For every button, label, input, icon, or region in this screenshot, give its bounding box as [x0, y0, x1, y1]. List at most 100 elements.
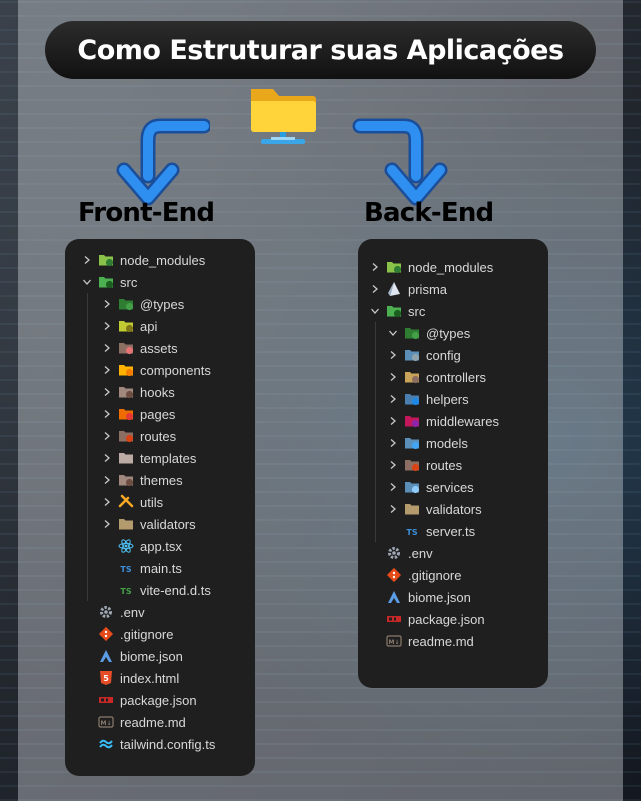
chevron-down-icon[interactable]	[82, 271, 92, 293]
front-tree-item-gitignore[interactable]: .gitignore	[82, 623, 173, 645]
tree-item-label: index.html	[120, 670, 180, 686]
front-tree-item-env[interactable]: .env	[82, 601, 145, 623]
chevron-right-icon[interactable]	[388, 366, 398, 388]
back-tree-item-services[interactable]: services	[388, 476, 474, 498]
chevron-right-icon[interactable]	[82, 249, 92, 271]
back-tree-item-controllers[interactable]: controllers	[388, 366, 486, 388]
back-tree-item-types[interactable]: @types	[388, 322, 470, 344]
git-icon	[98, 626, 114, 642]
chevron-right-icon[interactable]	[102, 337, 112, 359]
tree-item-label: validators	[140, 516, 196, 532]
front-tree-item-routes[interactable]: routes	[102, 425, 176, 447]
back-tree-item-routes[interactable]: routes	[388, 454, 462, 476]
back-tree-item-env[interactable]: .env	[370, 542, 433, 564]
chevron-right-icon[interactable]	[370, 278, 380, 300]
front-tree-item-package-json[interactable]: package.json	[82, 689, 197, 711]
back-tree-item-config[interactable]: config	[388, 344, 461, 366]
back-tree-item-src[interactable]: src	[370, 300, 425, 322]
tree-item-label: server.ts	[426, 523, 476, 539]
front-tree-item-src[interactable]: src	[82, 271, 137, 293]
svg-text:5: 5	[103, 674, 109, 683]
helpers-icon	[404, 391, 420, 407]
chevron-spacer	[370, 608, 380, 630]
chevron-right-icon[interactable]	[102, 293, 112, 315]
chevron-down-icon[interactable]	[370, 300, 380, 322]
tree-item-label: models	[426, 435, 468, 451]
front-tree-item-assets[interactable]: assets	[102, 337, 178, 359]
back-tree-item-node-modules[interactable]: node_modules	[370, 256, 493, 278]
chevron-right-icon[interactable]	[388, 476, 398, 498]
front-tree-item-app-tsx[interactable]: app.tsx	[102, 535, 182, 557]
chevron-right-icon[interactable]	[370, 256, 380, 278]
front-tree-item-api[interactable]: api	[102, 315, 157, 337]
back-tree-item-biome-json[interactable]: biome.json	[370, 586, 471, 608]
assets-icon	[118, 340, 134, 356]
tree-item-label: routes	[426, 457, 463, 473]
chevron-right-icon[interactable]	[388, 410, 398, 432]
tree-item-label: utils	[140, 494, 164, 510]
chevron-right-icon[interactable]	[388, 498, 398, 520]
controllers-icon	[404, 369, 420, 385]
back-tree-item-readme-md[interactable]: M↓readme.md	[370, 630, 474, 652]
tree-item-label: validators	[426, 501, 482, 517]
tree-item-label: biome.json	[120, 648, 183, 664]
chevron-spacer	[102, 579, 112, 601]
front-tree-item-hooks[interactable]: hooks	[102, 381, 175, 403]
chevron-spacer	[102, 557, 112, 579]
front-tree-item-pages[interactable]: pages	[102, 403, 175, 425]
front-tree-item-types[interactable]: @types	[102, 293, 184, 315]
npm-icon	[386, 611, 402, 627]
tree-item-label: templates	[140, 450, 197, 466]
chevron-right-icon[interactable]	[102, 315, 112, 337]
svg-text:M↓: M↓	[101, 720, 112, 727]
chevron-right-icon[interactable]	[102, 491, 112, 513]
front-tree-item-index-html[interactable]: 5 index.html	[82, 667, 179, 689]
front-tree-item-node-modules[interactable]: node_modules	[82, 249, 205, 271]
front-tree-item-readme-md[interactable]: M↓ readme.md	[82, 711, 186, 733]
chevron-right-icon[interactable]	[102, 447, 112, 469]
chevron-spacer	[388, 520, 398, 542]
chevron-right-icon[interactable]	[102, 513, 112, 535]
chevron-right-icon[interactable]	[102, 425, 112, 447]
svg-text:TS: TS	[120, 565, 131, 574]
chevron-spacer	[82, 623, 92, 645]
front-tree-item-templates[interactable]: templates	[102, 447, 196, 469]
config-icon	[404, 347, 420, 363]
tree-item-label: readme.md	[120, 714, 186, 730]
front-tree-item-utils[interactable]: utils	[102, 491, 163, 513]
back-tree-item-package-json[interactable]: package.json	[370, 608, 485, 630]
back-tree-item-models[interactable]: models	[388, 432, 468, 454]
chevron-spacer	[82, 733, 92, 755]
back-tree-item-middlewares[interactable]: middlewares	[388, 410, 499, 432]
front-tree-item-validators[interactable]: validators	[102, 513, 196, 535]
svg-text:TS: TS	[120, 587, 131, 596]
front-tree-item-components[interactable]: components	[102, 359, 211, 381]
chevron-right-icon[interactable]	[102, 359, 112, 381]
chevron-spacer	[370, 564, 380, 586]
chevron-right-icon[interactable]	[388, 432, 398, 454]
routes-icon	[118, 428, 134, 444]
back-tree-item-validators[interactable]: validators	[388, 498, 482, 520]
front-tree-item-tailwind-config-ts[interactable]: tailwind.config.ts	[82, 733, 215, 755]
chevron-right-icon[interactable]	[102, 403, 112, 425]
chevron-spacer	[370, 586, 380, 608]
chevron-down-icon[interactable]	[388, 322, 398, 344]
back-tree-item-prisma[interactable]: prisma	[370, 278, 447, 300]
chevron-right-icon[interactable]	[102, 381, 112, 403]
chevron-right-icon[interactable]	[102, 469, 112, 491]
front-tree-item-biome-json[interactable]: biome.json	[82, 645, 183, 667]
chevron-right-icon[interactable]	[388, 388, 398, 410]
back-tree-item-gitignore[interactable]: .gitignore	[370, 564, 461, 586]
front-tree-item-themes[interactable]: themes	[102, 469, 183, 491]
md-icon: M↓	[386, 633, 402, 649]
chevron-right-icon[interactable]	[388, 454, 398, 476]
back-tree-item-helpers[interactable]: helpers	[388, 388, 469, 410]
chevron-right-icon[interactable]	[388, 344, 398, 366]
chevron-spacer	[82, 711, 92, 733]
tree-item-label: config	[426, 347, 461, 363]
services-icon	[404, 479, 420, 495]
